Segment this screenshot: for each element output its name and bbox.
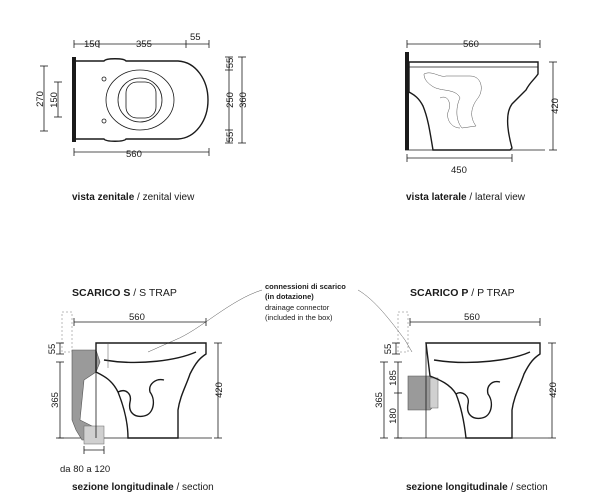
zenital-view: 150 355 55 560 270 150 55 250 55 360 vis… xyxy=(35,32,249,203)
s-trap-dim-top: 560 xyxy=(129,312,145,323)
p-trap-section: SCARICO P / P TRAP 560 55 365 185 180 42… xyxy=(374,287,559,493)
p-trap-body-section xyxy=(425,342,541,439)
lateral-wall xyxy=(405,52,409,150)
note-line-3: drainage connector xyxy=(265,303,330,312)
lateral-dim-top: 560 xyxy=(463,39,479,50)
s-trap-dim-height: 420 xyxy=(214,382,225,398)
zenital-dim-right-2: 250 xyxy=(225,92,236,108)
note-leader-right xyxy=(357,289,413,353)
p-trap-caption: sezione longitudinale / section xyxy=(406,482,548,493)
drainage-connector-note: connessioni di scarico (in dotazione) dr… xyxy=(147,282,413,353)
note-line-2: (in dotazione) xyxy=(265,292,314,301)
p-trap-dim-inner-2: 180 xyxy=(388,408,399,424)
p-trap-dim-top: 560 xyxy=(464,312,480,323)
s-trap-dim-left-2: 365 xyxy=(50,392,61,408)
lateral-caption: vista laterale / lateral view xyxy=(406,192,526,203)
s-trap-dim-left-1: 55 xyxy=(47,344,58,355)
note-line-1: connessioni di scarico xyxy=(265,282,346,291)
lateral-view: 560 420 450 vista laterale / lateral vie… xyxy=(405,39,561,203)
p-trap-outlet-collar xyxy=(429,377,439,409)
zenital-dim-right-1: 55 xyxy=(225,58,236,69)
zenital-dim-top-3: 55 xyxy=(190,32,201,43)
s-trap-heading: SCARICO S / S TRAP xyxy=(72,287,177,299)
zenital-dim-top-2: 355 xyxy=(136,39,152,50)
zenital-bowl-outline xyxy=(76,58,209,142)
s-trap-caption: sezione longitudinale / section xyxy=(72,482,214,493)
zenital-wall xyxy=(72,57,76,142)
p-trap-wall-stub xyxy=(397,311,409,353)
s-trap-outlet-pipe xyxy=(71,349,101,441)
s-trap-body-section xyxy=(95,342,207,439)
p-trap-dim-inner-1: 185 xyxy=(388,370,399,386)
note-line-4: (included in the box) xyxy=(265,313,333,322)
lateral-body-outline xyxy=(408,61,539,151)
p-trap-dim-left-2: 365 xyxy=(374,392,385,408)
zenital-dim-right-total: 360 xyxy=(238,92,249,108)
zenital-dim-bottom: 560 xyxy=(126,149,142,160)
s-trap-outlet-collar xyxy=(83,425,105,445)
zenital-dim-left-1: 270 xyxy=(35,91,46,107)
zenital-dim-right-3: 55 xyxy=(225,132,236,143)
lateral-dim-height: 420 xyxy=(550,98,561,114)
zenital-caption: vista zenitale / zenital view xyxy=(72,192,195,203)
p-trap-heading: SCARICO P / P TRAP xyxy=(410,287,515,299)
p-trap-dim-left-1: 55 xyxy=(383,344,394,355)
p-trap-dim-height: 420 xyxy=(548,382,559,398)
s-trap-section: SCARICO S / S TRAP 560 55 365 420 da 80 … xyxy=(47,287,225,493)
zenital-dim-top-1: 150 xyxy=(84,39,100,50)
zenital-dim-left-2: 150 xyxy=(49,92,60,108)
note-leader-left xyxy=(147,289,263,353)
s-trap-wall-stub xyxy=(61,311,73,353)
s-trap-dim-below: da 80 a 120 xyxy=(60,464,110,475)
lateral-dim-bottom: 450 xyxy=(451,165,467,176)
